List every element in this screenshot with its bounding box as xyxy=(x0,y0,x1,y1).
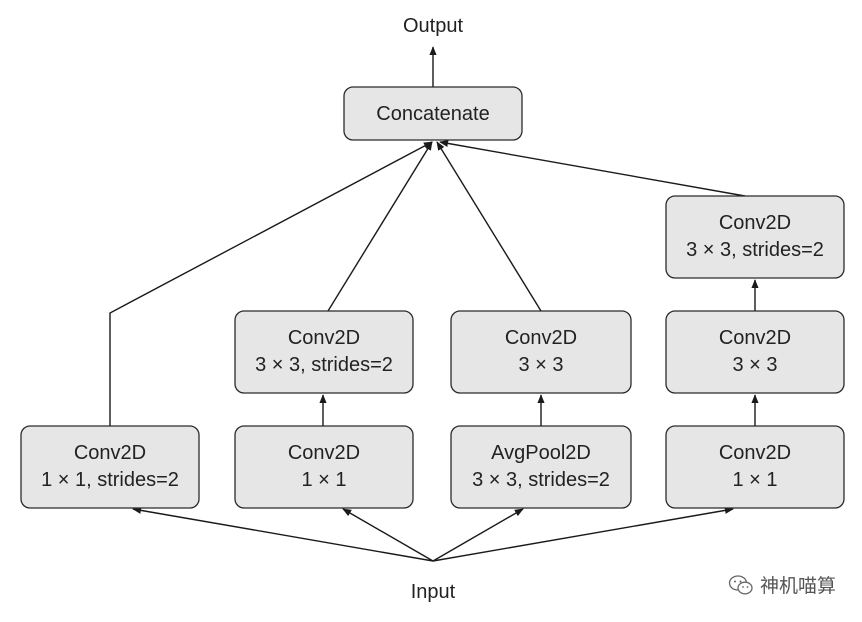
edge-b1-to-concatenate xyxy=(109,141,433,426)
concatenate-label: Concatenate xyxy=(376,103,489,125)
node-line1: Conv2D xyxy=(719,442,791,464)
node-line1: AvgPool2D xyxy=(491,442,591,464)
node-line2: 3 × 3, strides=2 xyxy=(472,469,610,491)
wechat-icon xyxy=(728,574,753,594)
b3-avgpool2d-node: AvgPool2D 3 × 3, strides=2 xyxy=(450,425,632,509)
watermark-text: 神机喵算 xyxy=(759,575,836,597)
edge-input-to-b4-conv1x1 xyxy=(432,506,734,562)
node-line2: 3 × 3, strides=2 xyxy=(686,239,824,261)
node-line1: Conv2D xyxy=(505,327,577,349)
node-line1: Conv2D xyxy=(288,442,360,464)
concatenate-node: Concatenate xyxy=(343,86,523,141)
input-label: Input xyxy=(411,581,456,603)
node-line2: 3 × 3 xyxy=(518,354,563,376)
edge-input-to-b2-conv1x1 xyxy=(342,508,434,562)
node-line2: 1 × 1, strides=2 xyxy=(41,469,179,491)
b2-conv2d-3x3-strides2-node: Conv2D 3 × 3, strides=2 xyxy=(234,310,414,394)
node-line1: Conv2D xyxy=(719,327,791,349)
node-line2: 1 × 1 xyxy=(732,469,777,491)
edge-b4-to-concatenate xyxy=(439,139,746,197)
node-line2: 1 × 1 xyxy=(301,469,346,491)
node-line1: Conv2D xyxy=(719,212,791,234)
output-label: Output xyxy=(403,15,463,37)
b4-conv2d-1x1-node: Conv2D 1 × 1 xyxy=(665,425,845,509)
edges xyxy=(109,46,759,562)
edge-input-to-b1-conv1x1 xyxy=(132,506,434,562)
b4-conv2d-3x3-node: Conv2D 3 × 3 xyxy=(665,310,845,394)
b4-conv2d-3x3-strides2-node: Conv2D 3 × 3, strides=2 xyxy=(665,195,845,279)
b3-conv2d-3x3-node: Conv2D 3 × 3 xyxy=(450,310,632,394)
node-line1: Conv2D xyxy=(74,442,146,464)
node-line2: 3 × 3, strides=2 xyxy=(255,354,393,376)
edge-input-to-b3-avgpool xyxy=(432,508,524,562)
edge-b2-to-concatenate xyxy=(327,141,433,312)
b1-conv2d-1x1-strides2-node: Conv2D 1 × 1, strides=2 xyxy=(20,425,200,509)
watermark: 神机喵算 xyxy=(728,571,836,598)
node-line1: Conv2D xyxy=(288,327,360,349)
b2-conv2d-1x1-node: Conv2D 1 × 1 xyxy=(234,425,414,509)
node-line2: 3 × 3 xyxy=(732,354,777,376)
edge-b3-to-concatenate xyxy=(436,141,542,312)
